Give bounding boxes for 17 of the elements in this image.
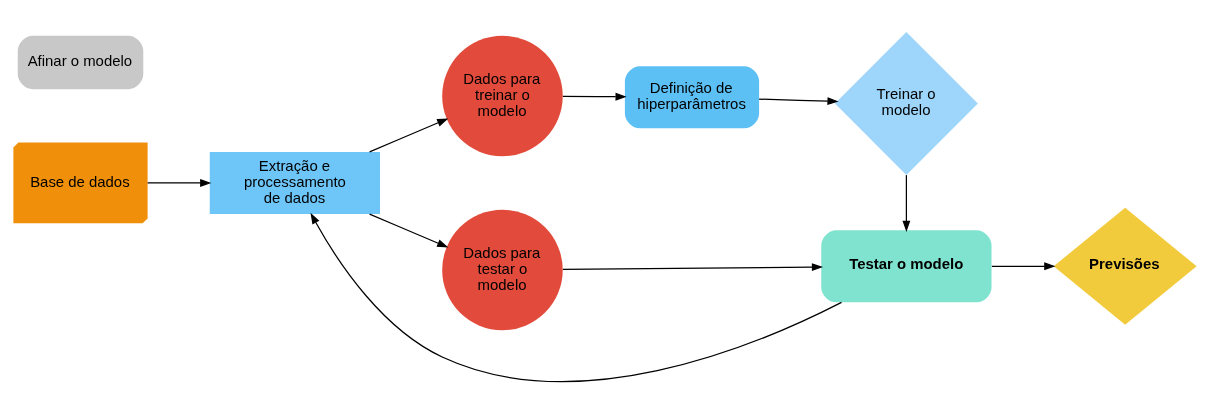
node-circle: Dados para treinar o modelo bbox=[442, 35, 563, 157]
arrow bbox=[562, 263, 824, 272]
arrow bbox=[369, 118, 449, 153]
arrow bbox=[310, 212, 843, 382]
arrow bbox=[147, 179, 212, 187]
node-circle: Dados para testar o modelo bbox=[442, 209, 563, 331]
node-box: Definição de hiperparâmetros bbox=[624, 66, 760, 129]
node-box: Extração e processamento de dados bbox=[209, 151, 381, 215]
arrow bbox=[902, 174, 911, 232]
arrow bbox=[991, 262, 1056, 271]
arrow bbox=[562, 92, 627, 101]
arrow bbox=[369, 213, 449, 248]
arrow bbox=[758, 97, 839, 106]
node-box: Testar o modelo bbox=[821, 230, 992, 303]
node-box: Afinar o modelo bbox=[17, 35, 144, 90]
node-diamond: Treinar o modelo bbox=[834, 31, 978, 175]
node-diamond: Previsões bbox=[1053, 207, 1197, 325]
